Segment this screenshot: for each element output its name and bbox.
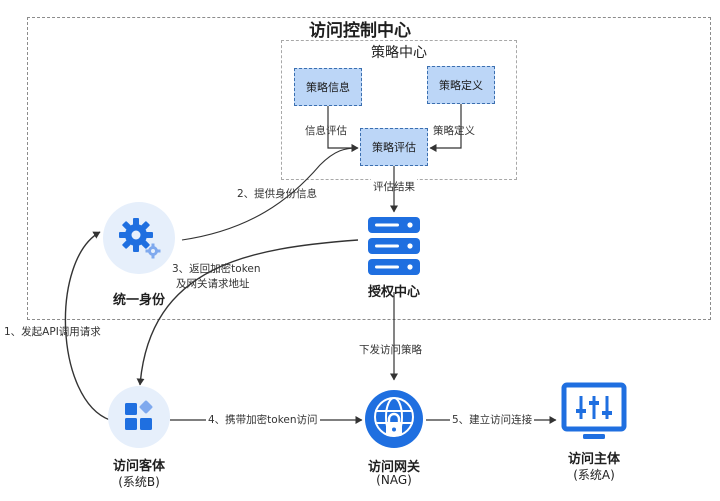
step3-label: 3、返回加密token 及网关请求地址 [172,262,261,292]
client-node [108,386,170,448]
policy-define-box: 策略定义 [427,66,495,104]
step3-label-line1: 3、返回加密token [172,263,261,275]
identity-node [103,202,175,274]
step1-label: 1、发起API调用请求 [4,326,101,338]
access-control-region [27,17,711,320]
step3-label-line2: 及网关请求地址 [176,278,250,290]
step2-label: 2、提供身份信息 [237,188,318,200]
auth-to-client-arrow [136,239,359,386]
subject-node [561,382,627,442]
policy-info-box: 策略信息 [294,68,362,106]
server-icon [368,217,420,275]
dispatch-label: 下发访问策略 [359,344,422,356]
apps-icon [125,400,153,430]
client-to-identity-arrow [64,231,111,421]
identity-to-eval-arrow [181,144,359,241]
auth-center-label: 授权中心 [367,285,420,300]
define-to-eval-arrow [429,104,462,152]
auth-center-node [367,216,421,276]
policy-center-title: 策略中心 [371,45,427,61]
step4-label: 4、携带加密token访问 [206,412,320,427]
subject-sublabel: (系统A) [573,468,615,482]
client-label: 访问客体 [112,459,165,474]
gateway-sublabel: (NAG) [376,473,412,487]
identity-label: 统一身份 [112,293,165,308]
define-label: 策略定义 [433,125,475,137]
gateway-label: 访问网关 [367,460,420,475]
gateway-node [362,387,426,451]
step5-label: 5、建立访问连接 [450,412,535,427]
globe-lock-icon [365,390,423,448]
monitor-sliders-icon [561,382,627,439]
subject-label: 访问主体 [567,452,620,467]
gear-icon [119,218,161,259]
access-control-title: 访问控制中心 [309,21,411,41]
info-eval-label: 信息评估 [305,125,347,137]
client-sublabel: (系统B) [118,475,160,489]
info-to-eval-arrow [327,106,359,152]
policy-eval-box: 策略评估 [360,128,428,166]
